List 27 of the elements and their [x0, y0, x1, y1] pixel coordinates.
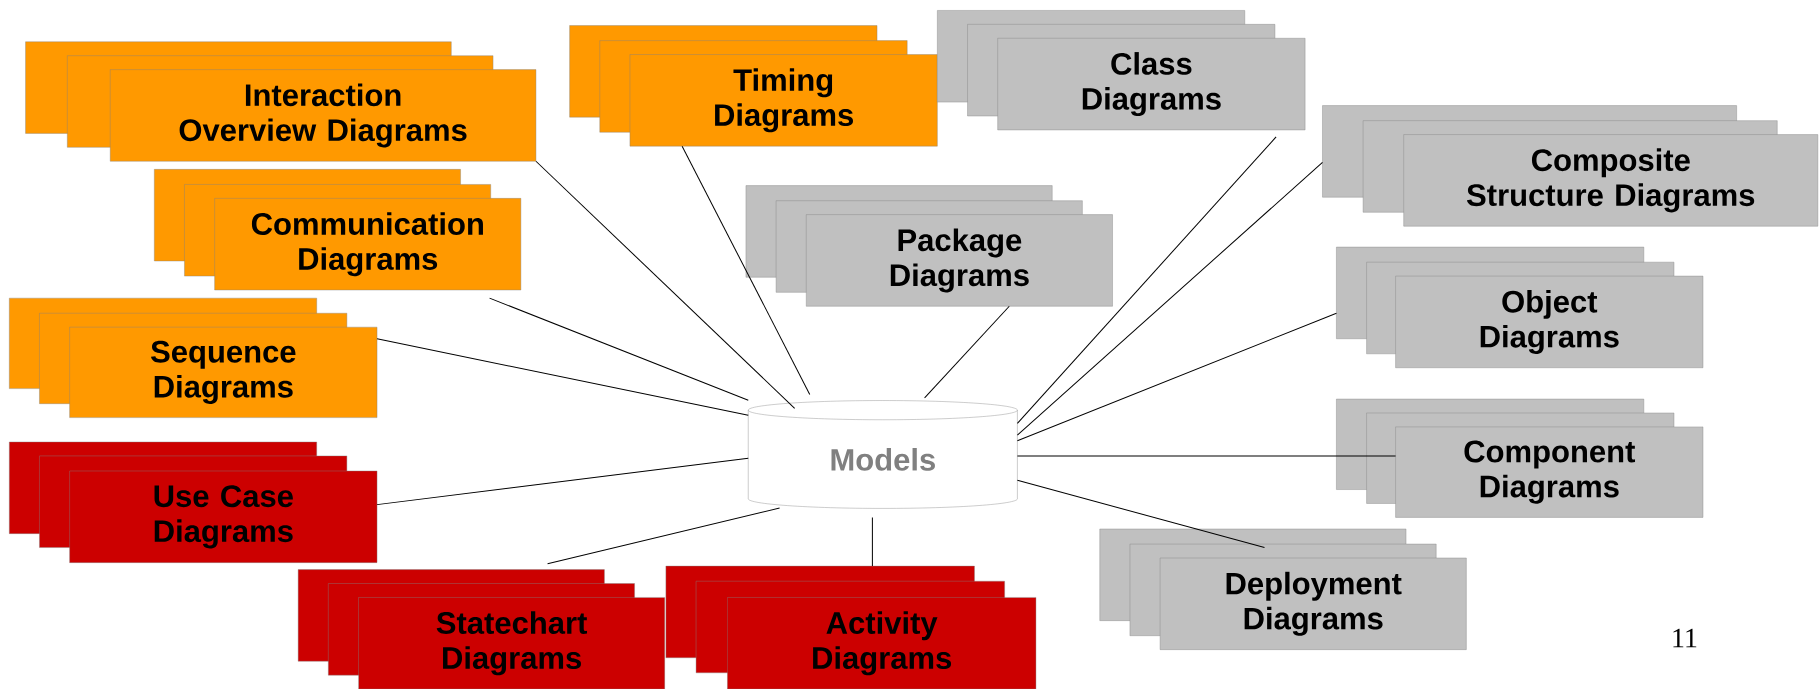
stacked-boxes: Statechart Diagrams: [297, 569, 665, 689]
stacked-boxes: Composite Structure Diagrams: [1322, 105, 1819, 227]
connector-line: [1016, 455, 1397, 457]
stacked-boxes: Use Case Diagrams: [9, 441, 378, 563]
stacked-boxes: Communication Diagrams: [154, 169, 522, 291]
stacked-boxes: Interaction Overview Diagrams: [25, 41, 537, 162]
stacked-boxes: Object Diagrams: [1336, 246, 1704, 368]
stacked-boxes: Component Diagrams: [1336, 398, 1704, 518]
connector-line: [1016, 479, 1265, 548]
connector-line: [535, 160, 796, 409]
connector-line: [1016, 312, 1337, 442]
stacked-boxes: Deployment Diagrams: [1099, 528, 1467, 650]
connector-line: [924, 305, 1010, 399]
page-number: 11: [1673, 628, 1697, 648]
connector-line: [1016, 161, 1323, 436]
stacked-boxes: Package Diagrams: [745, 185, 1113, 307]
stacked-boxes: Timing Diagrams: [569, 25, 938, 147]
connector-line: [376, 457, 749, 506]
stacked-boxes: Sequence Diagrams: [9, 297, 378, 418]
connector-line: [871, 516, 873, 567]
connector-line: [489, 297, 749, 401]
connector-line: [547, 507, 781, 565]
database-cylinder: Models: [748, 400, 1018, 509]
connector-line: [681, 145, 811, 395]
stacked-boxes: Activity Diagrams: [665, 565, 1037, 689]
connector-line: [1016, 136, 1277, 424]
stacked-boxes: Class Diagrams: [937, 10, 1306, 131]
